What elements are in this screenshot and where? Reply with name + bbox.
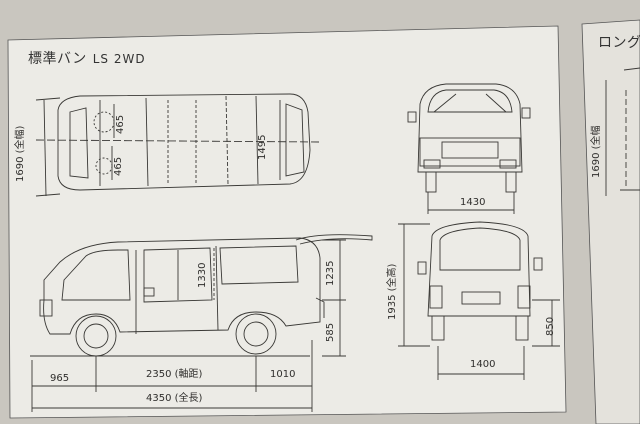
front-tread-label: 465: [115, 114, 126, 134]
next-panel-title: ロング: [598, 35, 640, 51]
rear-tread-label: 465: [113, 156, 124, 176]
front-overhang-label: 965: [50, 373, 70, 384]
top-view: [35, 93, 321, 197]
rear-overhang-label: 1010: [270, 369, 296, 380]
overall-width-label: 1690 (全幅): [15, 125, 26, 182]
rear-height-label: 850: [545, 316, 556, 336]
front-view: [407, 83, 531, 214]
front-track-label: 1430: [460, 197, 486, 208]
panel-title: 標準バン LS 2WD: [28, 52, 146, 66]
panel-subtitle: LS 2WD: [92, 52, 146, 66]
overall-length-label: 4350 (全長): [146, 393, 203, 404]
next-panel-width-label: 1690 (全幅: [591, 125, 602, 178]
side-view: [30, 234, 373, 412]
next-panel-drawing: [605, 67, 640, 196]
roof-height-label: 1235: [325, 260, 336, 286]
next-panel: [581, 19, 640, 424]
overall-height-label: 1935 (全高): [387, 263, 398, 320]
window-height-label: 1330: [197, 262, 208, 288]
wheelbase-label: 2350 (軸距): [146, 369, 203, 380]
rear-view: [398, 221, 560, 380]
cargo-width-label: 1495: [257, 134, 268, 160]
floor-height-label: 585: [325, 322, 336, 342]
main-panel: [7, 25, 567, 419]
rear-track-label: 1400: [470, 359, 496, 370]
panel-title-text: 標準バン: [28, 51, 87, 67]
